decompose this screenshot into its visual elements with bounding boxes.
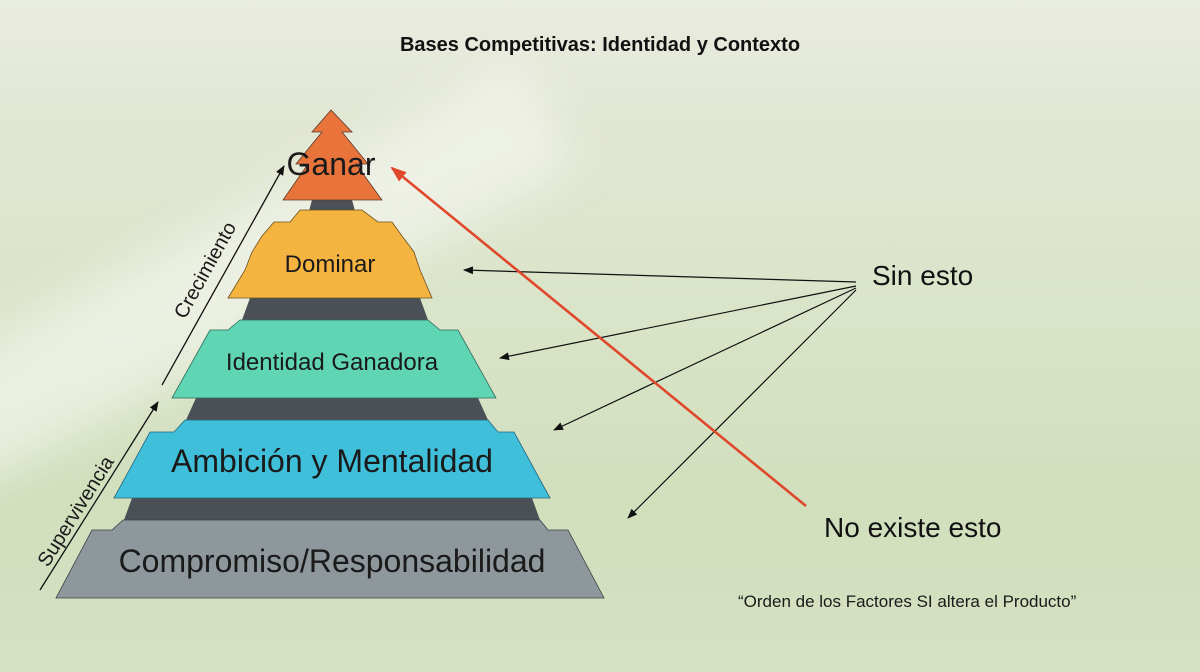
level-ganar	[282, 109, 383, 201]
arrow-to-identidad	[499, 285, 857, 361]
level-label-ganar: Ganar	[287, 146, 376, 182]
divider-band-3	[186, 398, 488, 420]
quote-text: “Orden de los Factores SI altera el Prod…	[738, 592, 1077, 611]
red-arrow-to-ganar	[390, 166, 807, 508]
callout-no-existe: No existe esto	[824, 512, 1002, 543]
arrow-supervivencia	[39, 401, 159, 591]
divider-band-2	[242, 298, 428, 320]
level-label-ambicion: Ambición y Mentalidad	[171, 443, 493, 479]
page-title: Bases Competitivas: Identidad y Contexto	[399, 34, 801, 56]
arrow-to-compromiso	[627, 289, 857, 519]
level-identidad	[171, 319, 497, 399]
level-label-compromiso: Compromiso/Responsabilidad	[119, 543, 546, 579]
level-ambicion	[113, 419, 551, 499]
level-dominar	[227, 209, 433, 299]
divider-band-4	[124, 498, 540, 520]
arrow-crecimiento	[161, 165, 285, 386]
callout-sin-esto: Sin esto	[872, 260, 974, 291]
arrow-to-dominar	[463, 266, 857, 283]
level-label-identidad: Identidad Ganadora	[226, 349, 439, 376]
arrow-to-ambicion	[553, 287, 857, 431]
level-label-dominar: Dominar	[285, 251, 376, 278]
level-compromiso	[55, 519, 605, 599]
